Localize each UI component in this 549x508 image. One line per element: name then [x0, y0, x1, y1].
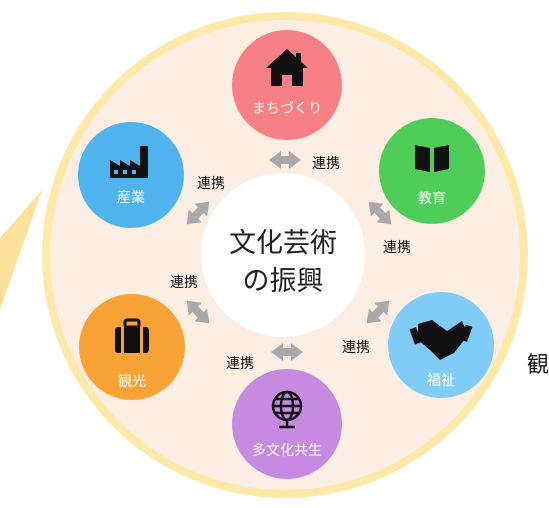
node-fukushi-label: 福祉 — [427, 373, 455, 389]
link-arrow-bottom — [271, 343, 303, 361]
link-label-bottom-right: 連携 — [342, 340, 370, 356]
factory-icon — [110, 146, 148, 178]
background-wedge — [0, 190, 42, 310]
node-sangyo-label: 産業 — [117, 190, 145, 206]
house-icon — [266, 49, 308, 86]
node-tabunka-label: 多文化共生 — [252, 442, 322, 459]
link-arrow-top-right — [368, 201, 392, 225]
node-kyoiku-label: 教育 — [418, 191, 446, 207]
link-arrow-top-left — [186, 201, 210, 225]
link-arrows — [186, 151, 392, 361]
node-machizukuri-circle — [232, 30, 342, 140]
node-machizukuri: まちづくり — [232, 30, 342, 140]
node-sangyo: 産業 — [78, 122, 184, 228]
center-title-line1: 文化芸術 — [229, 228, 337, 259]
edge-text: 観 — [527, 353, 549, 378]
node-machizukuri-label: まちづくり — [252, 101, 322, 117]
node-fukushi: 福祉 — [388, 292, 494, 398]
node-kyoiku-circle — [379, 118, 485, 224]
handshake-icon — [409, 320, 473, 360]
book-icon — [415, 145, 449, 172]
link-label-top-right: 連携 — [383, 240, 411, 256]
node-kyoiku: 教育 — [379, 118, 485, 224]
globe-icon — [271, 390, 303, 429]
suitcase-icon — [115, 318, 149, 353]
center-circle — [201, 173, 365, 337]
node-tabunka: 多文化共生 — [232, 369, 342, 479]
link-label-top: 連携 — [312, 156, 340, 172]
node-kanko: 観光 — [79, 294, 185, 400]
center-title-line2: の振興 — [243, 266, 324, 297]
link-arrow-bottom-left — [186, 300, 210, 324]
link-label-bottom: 連携 — [226, 356, 254, 372]
link-arrow-bottom-right — [366, 300, 390, 324]
link-label-top-left: 連携 — [197, 176, 225, 192]
link-label-bottom-left: 連携 — [170, 275, 198, 291]
link-arrow-top — [269, 151, 301, 169]
node-kanko-label: 観光 — [118, 373, 146, 390]
